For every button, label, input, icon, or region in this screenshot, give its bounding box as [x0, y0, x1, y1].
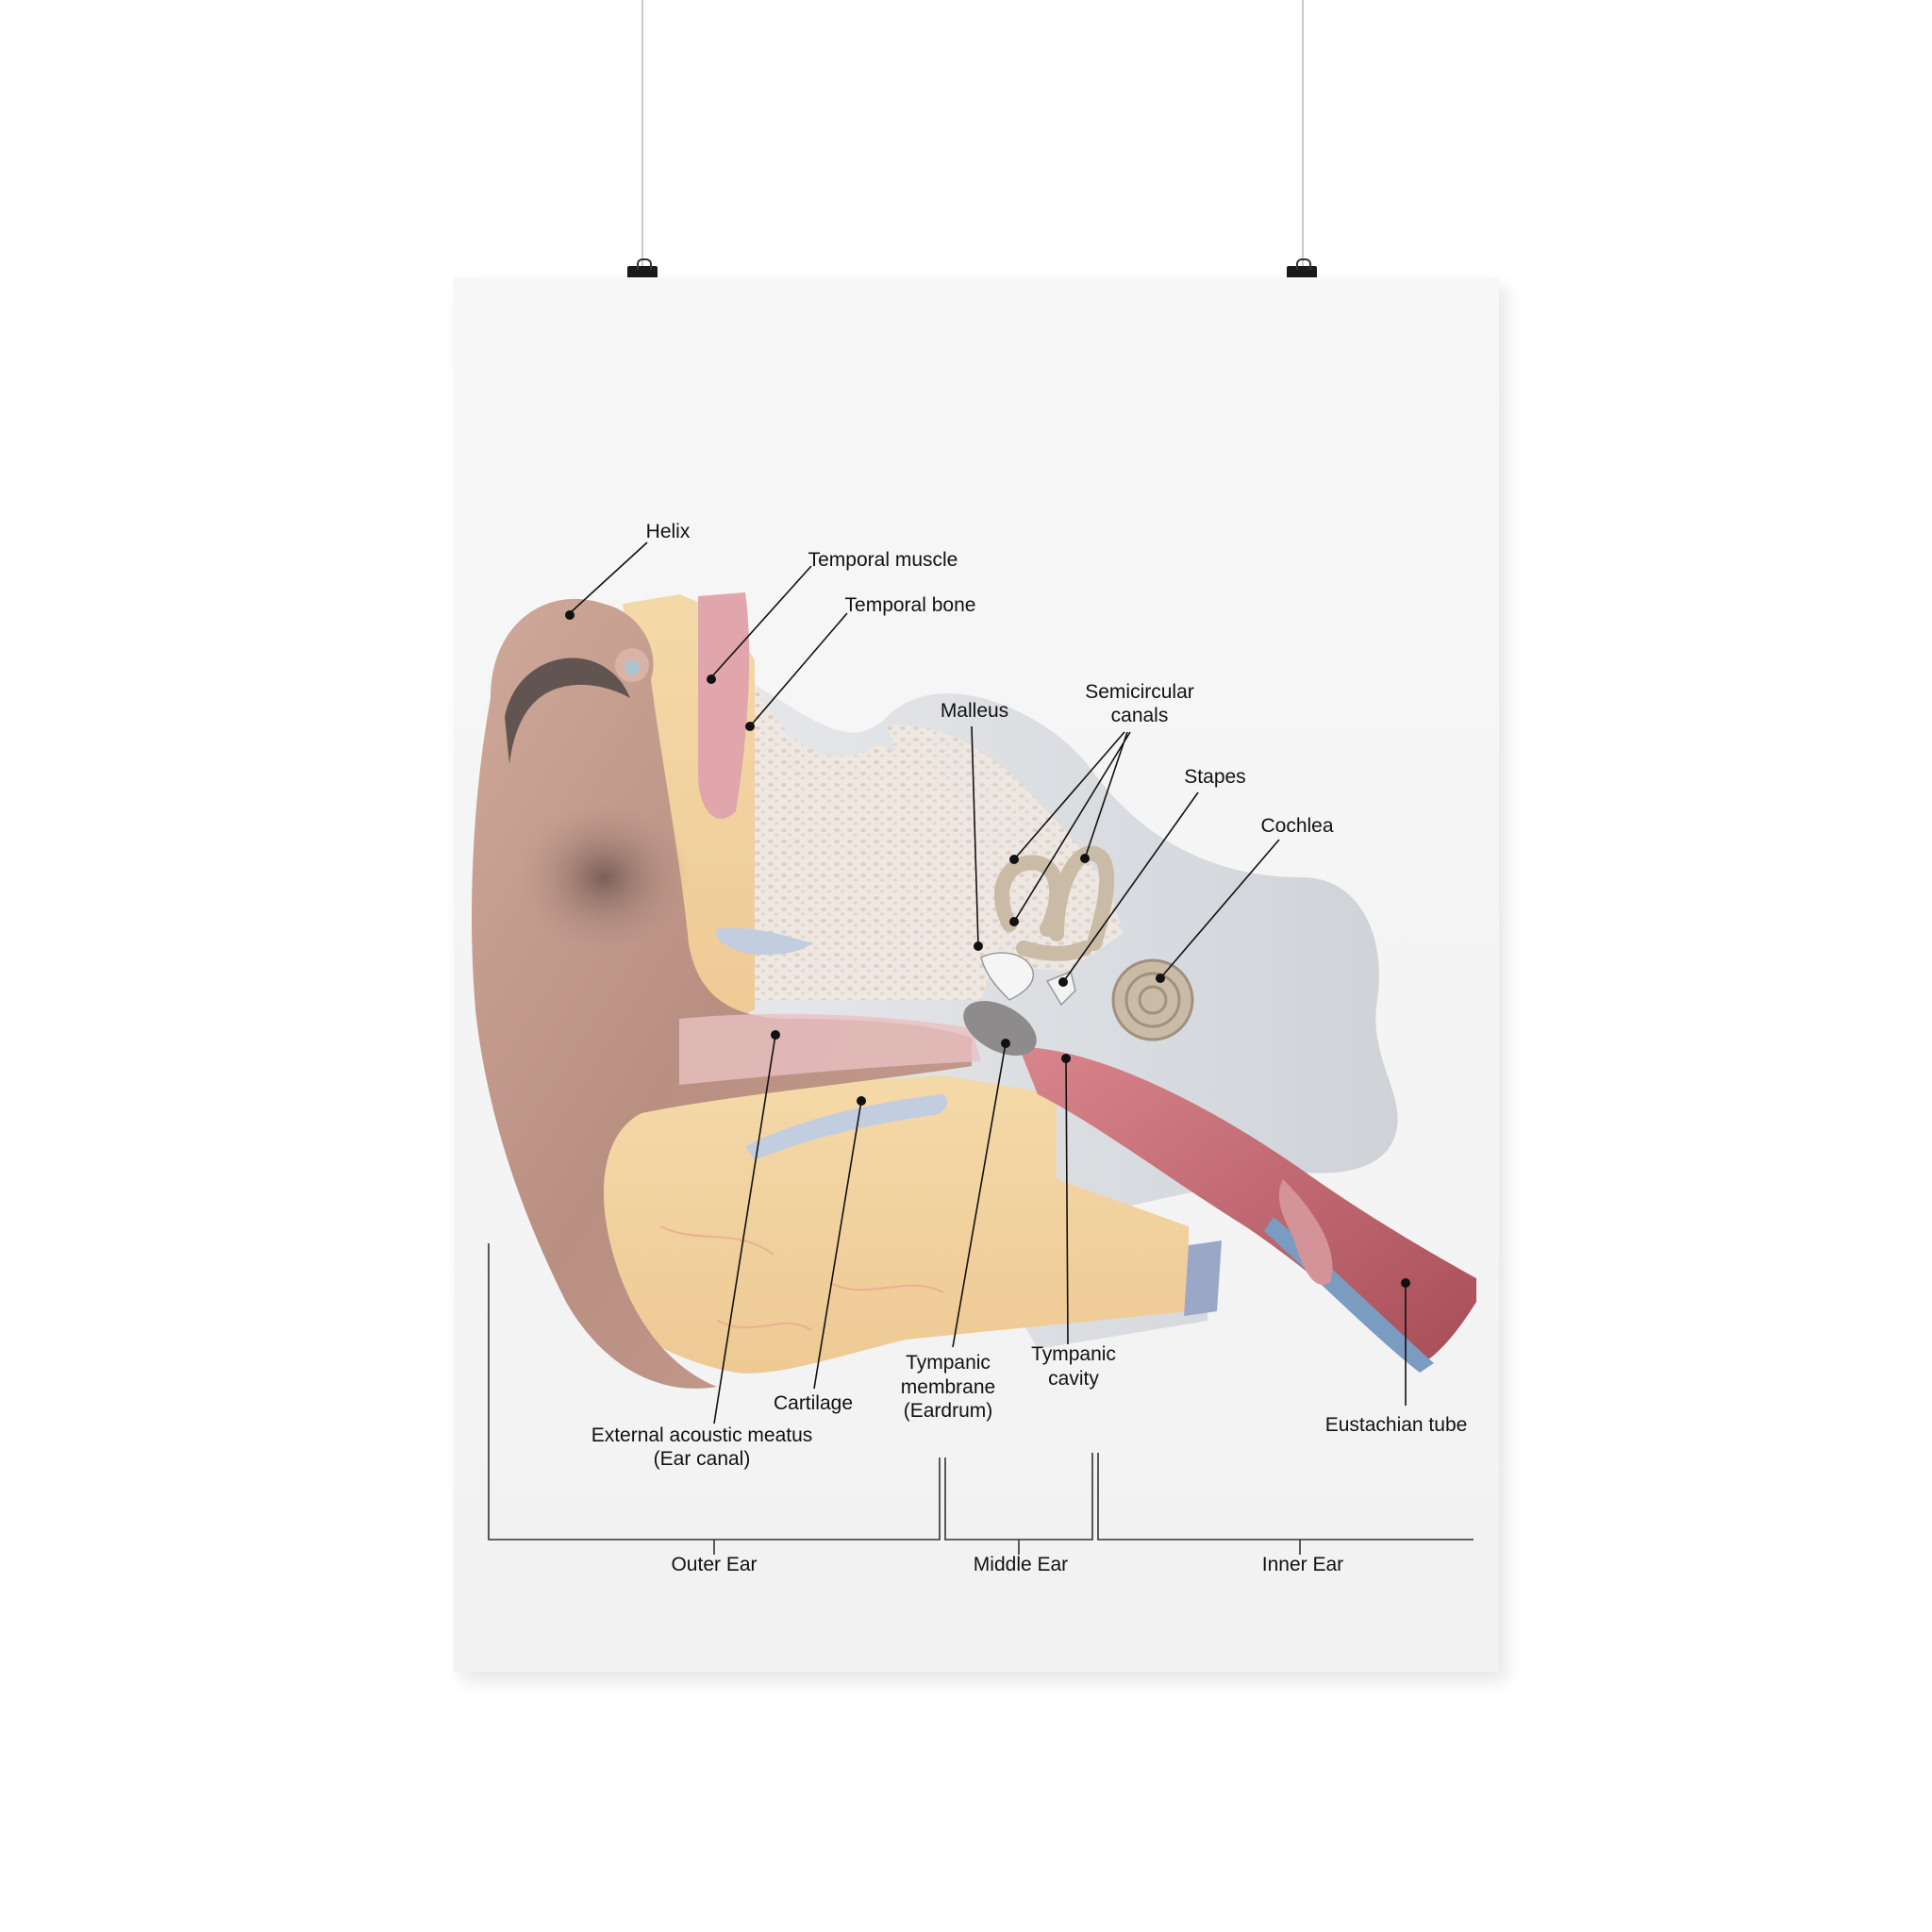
cartilage-blue-band	[745, 1094, 948, 1160]
label-temporal-muscle: Temporal muscle	[808, 549, 958, 571]
semicircular-canals-shape	[993, 845, 1115, 961]
malleus-shape	[980, 952, 1034, 1001]
label-tympanic-membrane-line2: membrane	[901, 1376, 995, 1398]
section-brackets	[488, 1243, 1474, 1555]
tympanic-membrane-shape	[963, 1001, 1037, 1056]
section-middle-ear: Middle Ear	[974, 1554, 1068, 1575]
hard-palate-blue	[1184, 1241, 1222, 1316]
cochlea-shape	[1111, 958, 1194, 1041]
cartilage-block	[585, 1075, 1189, 1374]
label-semicircular-line2: canals	[1111, 705, 1169, 726]
label-tympanic-membrane-line1: Tympanic	[906, 1352, 991, 1374]
temporal-bone-spongy	[717, 684, 1000, 1000]
label-tympanic-membrane-line3: (Eardrum)	[904, 1400, 993, 1422]
label-helix: Helix	[646, 521, 691, 542]
label-temporal-bone: Temporal bone	[845, 594, 976, 616]
ear-canal	[679, 1013, 981, 1085]
label-tympanic-cavity-line1: Tympanic	[1031, 1343, 1116, 1365]
label-stapes: Stapes	[1184, 766, 1245, 788]
label-ear-canal-line1: External acoustic meatus	[591, 1424, 813, 1446]
left-hanging-wire	[641, 0, 643, 268]
eustachian-tube-shape	[1019, 1047, 1476, 1368]
label-semicircular-line1: Semicircular	[1085, 681, 1194, 703]
helix-fold	[505, 658, 630, 764]
label-cochlea: Cochlea	[1260, 815, 1333, 837]
leader-lines	[569, 541, 1407, 1424]
eustachian-tube-fold	[1278, 1179, 1333, 1285]
label-tympanic-cavity-line2: cavity	[1048, 1368, 1099, 1390]
helix-knob-inner	[625, 660, 640, 675]
label-cartilage: Cartilage	[774, 1392, 853, 1414]
pinna	[472, 598, 972, 1389]
label-malleus: Malleus	[941, 700, 1008, 722]
stapes-shape	[1045, 970, 1076, 1007]
leader-dots	[565, 610, 1410, 1288]
upper-blue-band	[716, 927, 811, 955]
concha-shadow	[519, 802, 689, 953]
right-hanging-wire	[1302, 0, 1304, 268]
label-ear-canal-line2: (Ear canal)	[654, 1448, 751, 1470]
section-outer-ear: Outer Ear	[671, 1554, 757, 1575]
section-inner-ear: Inner Ear	[1262, 1554, 1343, 1575]
label-eustachian-tube: Eustachian tube	[1325, 1414, 1468, 1436]
